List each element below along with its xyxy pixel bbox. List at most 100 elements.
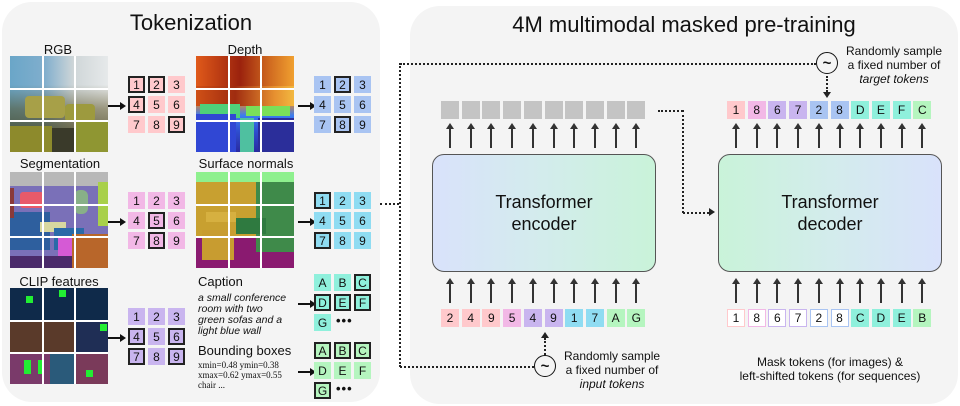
target-token: F xyxy=(892,101,911,119)
grid-line xyxy=(74,172,76,268)
grid-line xyxy=(196,204,294,206)
arrow-right-icon xyxy=(108,334,126,342)
bbox-token: G xyxy=(314,382,331,399)
depth-token: 3 xyxy=(354,76,371,93)
segmentation-token: 4 xyxy=(128,212,145,229)
caption-token: F xyxy=(354,294,371,311)
clip-token: 1 xyxy=(128,308,145,325)
grid-line xyxy=(228,56,230,152)
encoder-output-token xyxy=(585,101,604,119)
rgb-token: 9 xyxy=(168,116,185,133)
depth-token: 5 xyxy=(334,96,351,113)
encoder-output-token xyxy=(482,101,501,119)
pretraining-title: 4M multimodal masked pre-training xyxy=(512,12,856,37)
bbox-token: B xyxy=(334,342,351,359)
target-sample-line xyxy=(400,63,816,65)
arrow-up-icon xyxy=(508,123,517,148)
rgb-token: 2 xyxy=(148,76,165,93)
target-token: D xyxy=(851,101,870,119)
tokenization-title: Tokenization xyxy=(129,10,253,35)
arrow-up-icon xyxy=(446,278,454,303)
arrow-up-icon xyxy=(590,278,599,303)
arrow-up-icon xyxy=(835,278,844,303)
arrow-up-icon xyxy=(611,278,620,303)
normals-token: 4 xyxy=(314,212,331,229)
input-token: 7 xyxy=(585,309,604,327)
arrow-up-icon xyxy=(632,123,641,148)
bbox-token: C xyxy=(354,342,371,359)
segmentation-token: 3 xyxy=(168,192,185,209)
arrow-head-icon xyxy=(823,92,831,98)
arrow-up-icon xyxy=(876,278,885,303)
encoder-output-token xyxy=(627,101,646,119)
encoder-output-token xyxy=(544,101,563,119)
caption-text: a small conference room with two green s… xyxy=(198,293,286,337)
grid-line xyxy=(42,288,44,384)
grid-line xyxy=(10,352,108,354)
tokens-to-sampler-line xyxy=(380,203,399,205)
target-token: 2 xyxy=(809,101,828,119)
arrow-up-icon xyxy=(466,123,475,148)
grid-line xyxy=(10,320,108,322)
rgb-token: 4 xyxy=(128,96,145,113)
normals-token: 2 xyxy=(334,192,351,209)
arrow-up-icon xyxy=(835,123,844,148)
decoder-input-token: 7 xyxy=(789,309,808,327)
decoder-input-token: 8 xyxy=(830,309,849,327)
encoder-output-token xyxy=(565,101,584,119)
depth-token: 2 xyxy=(334,76,351,93)
grid-line xyxy=(196,120,294,122)
arrow-up-icon xyxy=(856,123,865,148)
arrow-up-icon xyxy=(856,278,865,303)
segmentation-token: 1 xyxy=(128,192,145,209)
grid-line xyxy=(228,172,230,268)
arrow-up-icon xyxy=(814,278,823,303)
encoder-output-token xyxy=(606,101,625,119)
decoder-input-token: 2 xyxy=(809,309,828,327)
encoder-label: encoder xyxy=(511,214,577,234)
arrow-head-icon xyxy=(541,332,549,338)
input-note-line: Randomly sample xyxy=(564,349,661,363)
normals-token: 9 xyxy=(354,232,371,249)
input-token: A xyxy=(606,309,625,327)
decoder-input-token: 6 xyxy=(768,309,787,327)
segmentation-token: 5 xyxy=(148,212,165,229)
arrow-right-icon xyxy=(298,300,316,308)
depth-token: 7 xyxy=(314,116,331,133)
grid-line xyxy=(260,56,262,152)
segmentation-token: 6 xyxy=(168,212,185,229)
input-token: 9 xyxy=(544,309,563,327)
encoder-output-token xyxy=(461,101,480,119)
bbox-token: F xyxy=(354,362,371,379)
bbox-token: D xyxy=(314,362,331,379)
arrow-right-icon xyxy=(298,368,316,376)
decoder-input-token: E xyxy=(892,309,911,327)
arrow-right-icon xyxy=(298,102,316,110)
label-depth: Depth xyxy=(227,42,263,57)
label-surface-normals: Surface normals xyxy=(198,156,294,171)
arrow-up-icon xyxy=(528,278,537,303)
arrow-up-icon xyxy=(752,278,761,303)
arrow-up-icon xyxy=(487,278,496,303)
depth-token: 8 xyxy=(334,116,351,133)
caption-token: D xyxy=(314,294,331,311)
input-sampler-icon: ~ xyxy=(534,355,556,377)
arrow-up-icon xyxy=(794,278,803,303)
grid-line xyxy=(10,120,108,122)
encoder-output-token xyxy=(523,101,542,119)
rgb-token: 1 xyxy=(128,76,145,93)
encoder-output-token xyxy=(441,101,459,119)
encoder-label: Transformer xyxy=(495,192,593,212)
input-sample-line xyxy=(400,366,534,368)
arrow-up-icon xyxy=(570,278,579,303)
arrow-up-icon xyxy=(814,123,823,148)
target-token: 7 xyxy=(789,101,808,119)
decoder-input-token: D xyxy=(871,309,890,327)
normals-token: 5 xyxy=(334,212,351,229)
arrow-up-icon xyxy=(590,123,599,148)
label-segmentation: Segmentation xyxy=(19,156,101,171)
decoder-label: Transformer xyxy=(781,192,879,212)
depth-image xyxy=(196,56,294,152)
segmentation-token: 7 xyxy=(128,232,145,249)
